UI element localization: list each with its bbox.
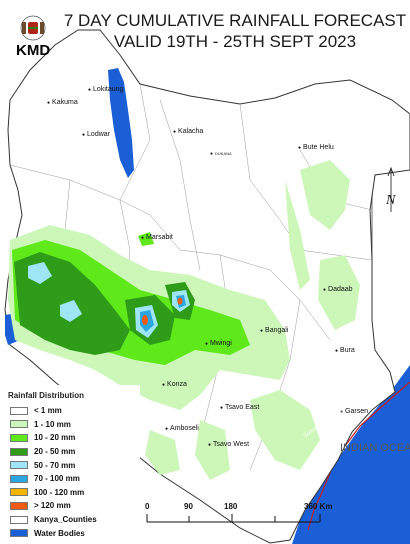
place-dukana: DUKANA bbox=[210, 151, 232, 157]
place-bute-helu: Bute Helu bbox=[298, 144, 334, 151]
map-title: 7 DAY CUMULATIVE RAINFALL FORECAST VALID… bbox=[60, 10, 410, 52]
svg-text:N: N bbox=[385, 193, 396, 208]
legend-item: 1 - 10 mm bbox=[10, 418, 97, 432]
indian-ocean-label: INDIAN OCEAN bbox=[340, 442, 410, 454]
kmd-logo-text: KMD bbox=[16, 42, 51, 59]
legend-label: 70 - 100 mm bbox=[34, 474, 80, 484]
kmd-logo-icon bbox=[20, 15, 46, 41]
legend-label: 50 - 70 mm bbox=[34, 460, 76, 470]
lake-turkana bbox=[108, 68, 134, 178]
legend-label: Kanya_Counties bbox=[34, 515, 97, 525]
place-bangali: Bangali bbox=[260, 327, 288, 334]
legend-swatch bbox=[10, 488, 28, 497]
legend-item: 50 - 70 mm bbox=[10, 458, 97, 472]
place-lokitaung: Lokitaung bbox=[88, 86, 123, 93]
scale-labels: 0 90 180 360 Km bbox=[140, 502, 340, 544]
place-kalacha: Kalacha bbox=[173, 128, 203, 135]
legend-swatch bbox=[10, 420, 28, 429]
scale-label-360: 360 Km bbox=[304, 502, 333, 511]
scale-label-180: 180 bbox=[224, 502, 238, 511]
legend-swatch bbox=[10, 529, 28, 538]
legend-title: Rainfall Distribution bbox=[8, 391, 84, 400]
legend-label: > 120 mm bbox=[34, 501, 71, 511]
scale-label-90: 90 bbox=[184, 502, 193, 511]
rainfall-over-120mm bbox=[142, 297, 183, 325]
legend-item: 70 - 100 mm bbox=[10, 472, 97, 486]
north-arrow-icon: N bbox=[385, 166, 396, 212]
legend-item: 10 - 20 mm bbox=[10, 431, 97, 445]
scale-bar bbox=[146, 514, 321, 523]
title-line-2: VALID 19TH - 25TH SEPT 2023 bbox=[113, 32, 357, 51]
scale-label-0: 0 bbox=[145, 502, 150, 511]
place-tsavo-east: Tsavo East bbox=[220, 404, 259, 411]
legend-swatch bbox=[10, 501, 28, 510]
legend-label: 10 - 20 mm bbox=[34, 433, 76, 443]
title-line-1: 7 DAY CUMULATIVE RAINFALL FORECAST bbox=[63, 11, 407, 30]
legend: Rainfall Distribution < 1 mm 1 - 10 mm 1… bbox=[0, 385, 140, 544]
legend-item: Kanya_Counties bbox=[10, 513, 97, 527]
place-lodwar: Lodwar bbox=[82, 131, 110, 138]
legend-label: < 1 mm bbox=[34, 406, 62, 416]
legend-item: > 120 mm bbox=[10, 499, 97, 513]
place-garsen: Garsen bbox=[340, 408, 368, 415]
place-mwingi: Mwingi bbox=[205, 340, 232, 347]
legend-swatch bbox=[10, 515, 28, 524]
place-dadaab: Dadaab bbox=[323, 286, 353, 293]
legend-swatch bbox=[10, 433, 28, 442]
legend-label: Water Bodies bbox=[34, 528, 85, 538]
legend-label: 1 - 10 mm bbox=[34, 419, 71, 429]
legend-swatch bbox=[10, 461, 28, 470]
legend-item: < 1 mm bbox=[10, 404, 97, 418]
place-bura: Bura bbox=[335, 347, 355, 354]
place-amboseli: Amboseli bbox=[165, 425, 199, 432]
place-marsabit: Marsabit bbox=[141, 234, 173, 241]
legend-item: Water Bodies bbox=[10, 526, 97, 540]
legend-item: 100 - 120 mm bbox=[10, 486, 97, 500]
legend-item: 20 - 50 mm bbox=[10, 445, 97, 459]
legend-label: 20 - 50 mm bbox=[34, 447, 76, 457]
legend-swatch bbox=[10, 447, 28, 456]
indian-ocean bbox=[292, 365, 410, 544]
legend-items: < 1 mm 1 - 10 mm 10 - 20 mm 20 - 50 mm 5… bbox=[10, 404, 97, 540]
place-tsavo-west: Tsavo West bbox=[208, 441, 249, 448]
place-kakuma: Kakuma bbox=[47, 99, 78, 106]
legend-swatch bbox=[10, 406, 28, 415]
place-konza: Konza bbox=[162, 381, 187, 388]
legend-swatch bbox=[10, 474, 28, 483]
legend-label: 100 - 120 mm bbox=[34, 487, 85, 497]
